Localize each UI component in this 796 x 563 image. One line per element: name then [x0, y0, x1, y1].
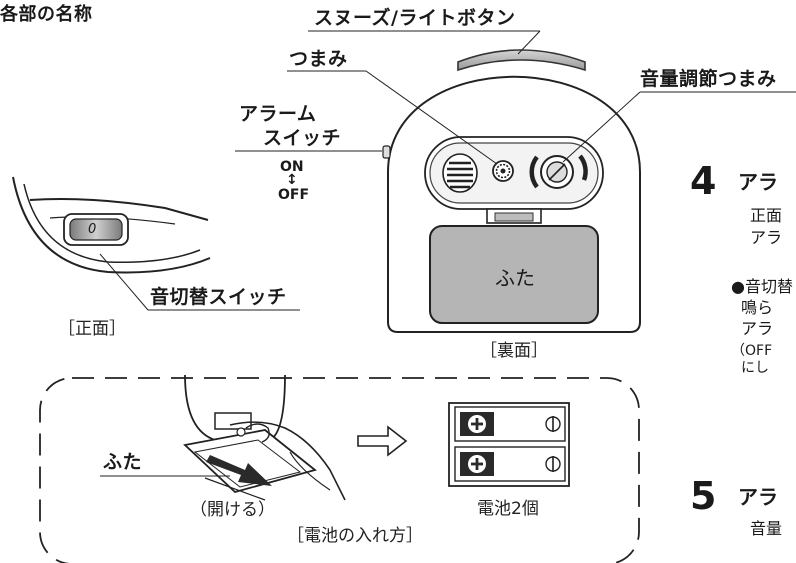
switch-mark: 0 — [88, 222, 97, 237]
sound-switch — [63, 213, 129, 246]
open-caption: （開ける） — [190, 500, 275, 520]
step-5-line-1: 音量 — [750, 519, 783, 538]
note-line-5: にし — [741, 360, 769, 376]
step-4-line-1: 正面 — [750, 206, 783, 225]
pull-arrow — [206, 455, 272, 486]
battery-count-caption: 電池2個 — [477, 499, 539, 519]
page-heading: 各部の名称 — [0, 4, 93, 25]
battery-method-caption: ［電池の入れ方］ — [287, 526, 423, 546]
note-line-1: ●音切替 — [731, 277, 793, 296]
alarm-switch-nub — [382, 145, 391, 159]
step-5-title: アラ — [738, 485, 778, 509]
note-line-2: 鳴ら — [741, 298, 774, 317]
volume-knob-label: 音量調節つまみ — [640, 68, 777, 90]
note-line-3: アラ — [741, 319, 774, 338]
knob-label: つまみ — [289, 48, 348, 70]
step-4-line-2: アラ — [750, 228, 783, 247]
alarm-switch-label-line2: スイッチ — [263, 127, 342, 149]
back-view-caption: ［裏面］ — [480, 341, 548, 361]
front-view-caption: ［正面］ — [58, 319, 126, 339]
front-view-sketch — [12, 176, 211, 274]
leader-lines — [99, 30, 796, 311]
battery-lid — [429, 225, 599, 324]
next-step-arrow — [357, 425, 408, 457]
plus-terminal-icon — [468, 415, 486, 473]
volume-knob — [529, 154, 588, 189]
note-line-4: （OFF — [731, 343, 773, 359]
battery-compartment — [448, 402, 570, 487]
lid-label-back: ふた — [495, 266, 535, 290]
speaker-grille — [442, 153, 478, 193]
up-down-arrow-icon: ↕ — [286, 172, 298, 188]
minus-terminal-icon — [545, 416, 561, 472]
snooze-light-button-label: スヌーズ/ライトボタン — [314, 7, 516, 29]
step-5-number: 5 — [690, 474, 717, 518]
alarm-switch-label-line1: アラーム — [239, 103, 317, 125]
lid-label-battery: ふた — [103, 451, 143, 473]
snooze-light-button — [457, 49, 586, 72]
small-knob — [492, 160, 514, 182]
alarm-off-label: OFF — [278, 187, 310, 203]
sound-switch-label: 音切替スイッチ — [150, 286, 287, 308]
alarm-on-label: ON — [280, 159, 304, 175]
step-4-title: アラ — [738, 170, 778, 194]
step-4-number: 4 — [690, 159, 717, 203]
battery-instructions-box — [39, 377, 640, 563]
